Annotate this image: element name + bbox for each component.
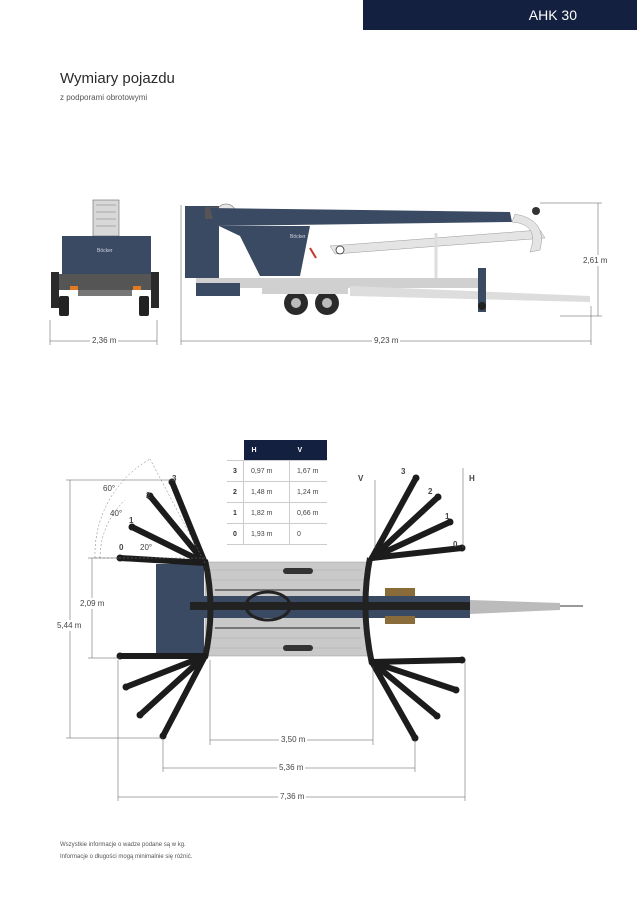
- angle-60: 60°: [103, 484, 116, 493]
- axis-v-label: V: [358, 474, 364, 483]
- table-cell-h: 1,48 m: [243, 481, 290, 503]
- table-header-blank: [227, 440, 244, 461]
- table-cell-h: 0,97 m: [243, 460, 290, 482]
- table-cell-v: 1,24 m: [289, 481, 327, 503]
- table-row: 3 0,97 m 1,67 m: [227, 460, 327, 482]
- rear-view: Böcker: [51, 199, 159, 316]
- outrigger-number-2: 2: [146, 491, 151, 500]
- outrigger-number-1: 1: [129, 516, 134, 525]
- height-dimension: 2,61 m: [583, 255, 608, 266]
- axis-h-label: H: [469, 474, 475, 483]
- table-header-v: V: [289, 440, 327, 461]
- footer-note-length: Informacje o długości mogą minimalnie si…: [60, 854, 193, 860]
- table-cell-pos: 3: [227, 460, 244, 482]
- top-view: [156, 557, 583, 665]
- side-view: Böcker: [185, 203, 590, 315]
- footer-note-weight: Wszystkie informacje o wadze podane są w…: [60, 842, 186, 848]
- outrigger-number-3-right: 3: [401, 467, 406, 476]
- table-cell-v: 1,67 m: [289, 460, 327, 482]
- outrigger-number-3: 3: [172, 474, 177, 483]
- table-cell-h: 1,82 m: [243, 502, 290, 524]
- table-cell-pos: 0: [227, 523, 244, 545]
- table-cell-pos: 1: [227, 502, 244, 524]
- length-dimension: 9,23 m: [372, 336, 401, 345]
- angle-40: 40°: [110, 509, 123, 518]
- table-cell-h: 1,93 m: [243, 523, 290, 545]
- table-row: 1 1,82 m 0,66 m: [227, 502, 327, 524]
- table-cell-pos: 2: [227, 481, 244, 503]
- outrigger-number-0: 0: [119, 543, 124, 552]
- page-subtitle: z podporami obrotowymi: [60, 93, 148, 102]
- page-title: Wymiary pojazdu: [60, 70, 175, 87]
- model-name: AHK 30: [528, 7, 577, 23]
- table-cell-v: 0: [289, 523, 327, 545]
- table-header-h: H: [243, 440, 290, 461]
- table-header-row: H V: [227, 440, 327, 461]
- table-row: 2 1,48 m 1,24 m: [227, 481, 327, 503]
- dim-5-44: 5,44 m: [57, 620, 82, 631]
- outrigger-position-table: H V 3 0,97 m 1,67 m 2 1,48 m 1,24 m 1 1,…: [227, 440, 327, 545]
- dim-7-36: 7,36 m: [278, 792, 307, 801]
- width-dimension: 2,36 m: [90, 336, 119, 345]
- side-brand-text: Böcker: [290, 234, 306, 240]
- dim-5-36: 5,36 m: [277, 763, 306, 772]
- outrigger-number-1-right: 1: [445, 512, 450, 521]
- table-cell-v: 0,66 m: [289, 502, 327, 524]
- outrigger-number-2-right: 2: [428, 487, 433, 496]
- rear-brand-text: Böcker: [97, 248, 113, 254]
- outriggers: [117, 475, 465, 741]
- angle-20: 20°: [140, 543, 153, 552]
- table-row: 0 1,93 m 0: [227, 523, 327, 545]
- dim-2-09: 2,09 m: [80, 598, 105, 609]
- dim-3-50: 3,50 m: [279, 735, 308, 744]
- outrigger-number-0-right: 0: [453, 540, 458, 549]
- header-bar: AHK 30: [363, 0, 637, 30]
